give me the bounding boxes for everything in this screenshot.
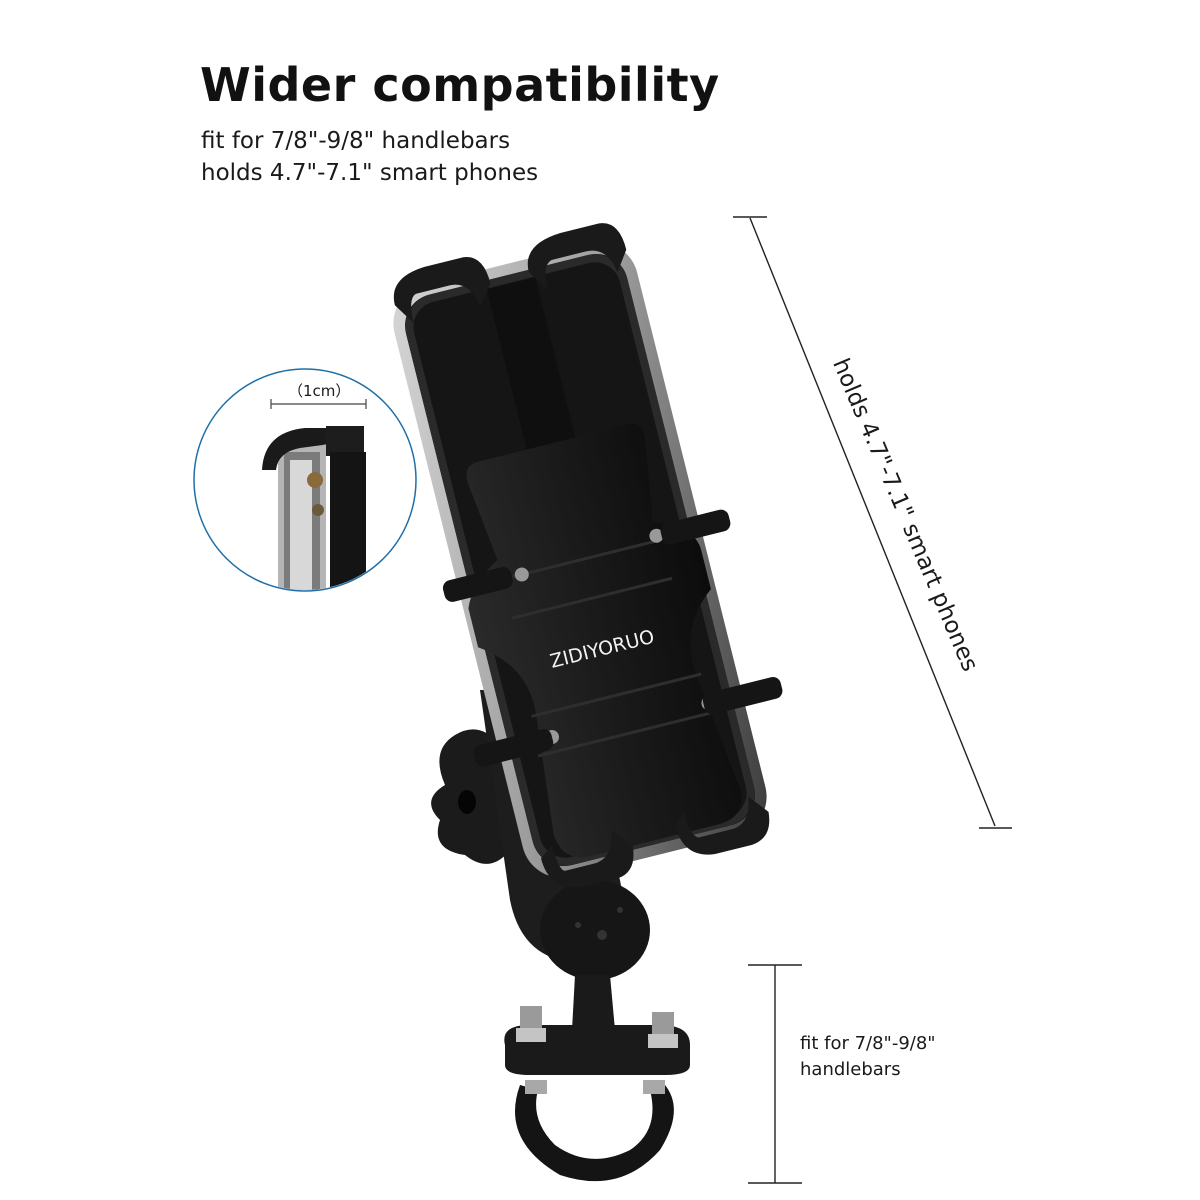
bottom-left-claw: [541, 830, 634, 888]
top-right-claw: [527, 223, 627, 290]
handlebar-label-line-1: fit for 7/8"-9/8": [800, 1033, 936, 1054]
bottom-right-claw: [674, 796, 770, 855]
handlebar-dimension: [748, 964, 802, 1184]
screw: [649, 528, 664, 543]
clamp-bolt-right: [648, 1012, 678, 1048]
subtitle-line-phones: holds 4.7"-7.1" smart phones: [201, 160, 539, 186]
handlebar-clamp: [504, 1025, 690, 1075]
headline: Wider compatibility: [200, 58, 720, 112]
phone-holder: ZIDIYORUO: [393, 223, 783, 1182]
top-left-claw: [393, 257, 491, 324]
screw: [514, 567, 529, 582]
mount-stem: [572, 975, 615, 1030]
inset-scale-label: （1cm）: [288, 382, 351, 400]
detail-inset: [193, 368, 417, 592]
handlebar-label-line-2: handlebars: [800, 1059, 901, 1080]
ball-joint: [540, 880, 650, 980]
subtitle-line-handlebars: fit for 7/8"-9/8" handlebars: [201, 128, 511, 154]
clamp-bolt-left: [516, 1006, 546, 1042]
phone-range-dimension: [733, 216, 1012, 829]
u-bolt-strap: [515, 1085, 674, 1182]
